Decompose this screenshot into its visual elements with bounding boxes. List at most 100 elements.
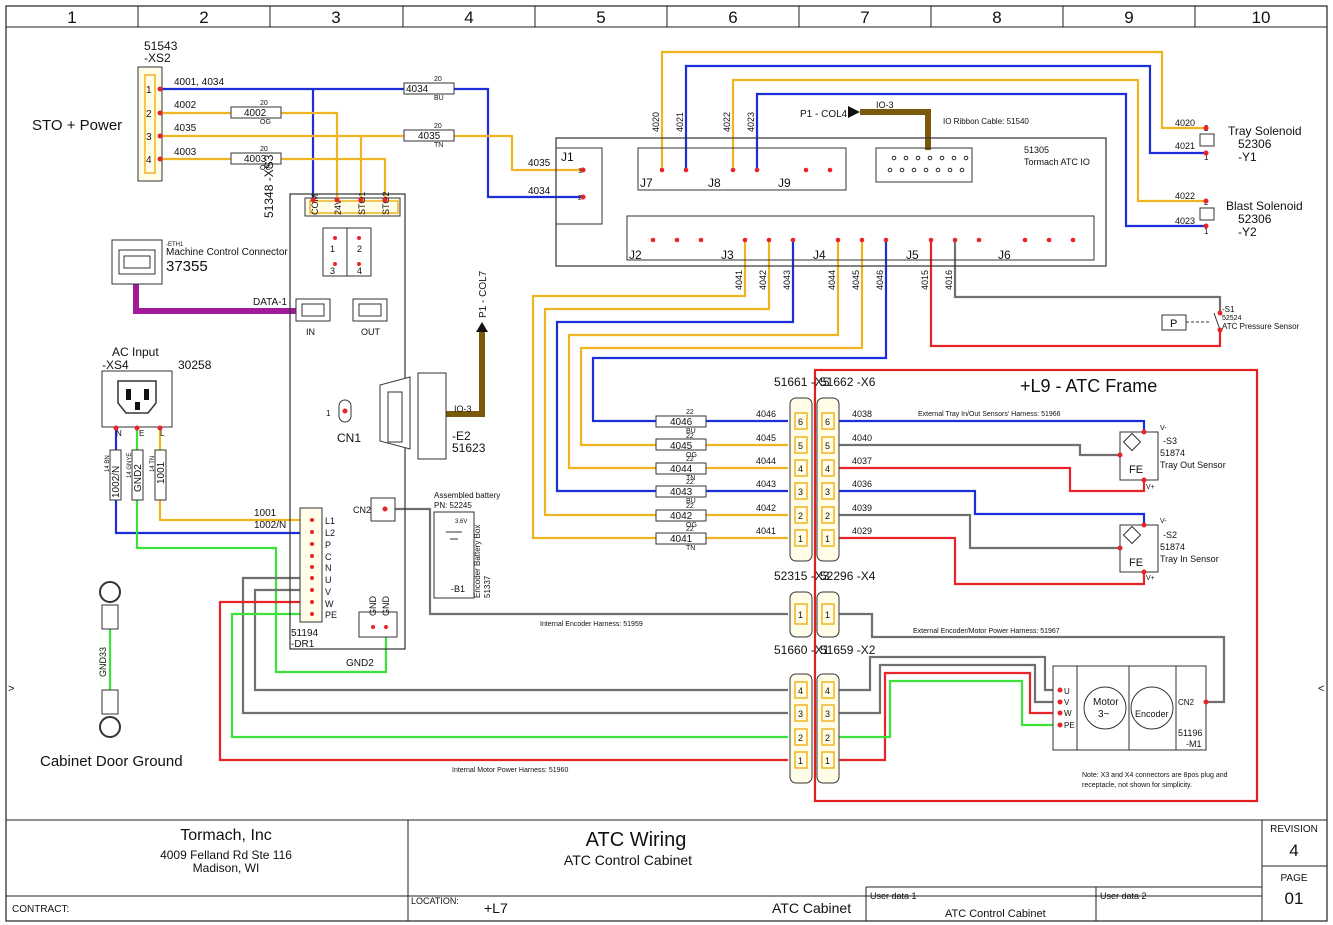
terminal-dot	[1057, 699, 1063, 705]
header-pin	[915, 155, 921, 161]
p1-col7-label: P1 - COL7	[478, 270, 489, 318]
wire-label-4016: 4016	[944, 270, 954, 290]
wire-4043	[555, 240, 795, 493]
wire-4001-4034	[150, 87, 583, 199]
wire-label-4044: 4044	[827, 270, 837, 290]
svg-text:1: 1	[798, 610, 803, 620]
x6-pin: 1	[825, 534, 830, 544]
x5-wire-tag: 4041	[670, 534, 693, 545]
wire-dr1-w	[218, 600, 788, 762]
battery-box-label: Encoder Battery Box	[473, 525, 482, 598]
dr1-pin: W	[325, 599, 334, 609]
xs4-pin: N	[116, 429, 122, 438]
x5-pin-cell	[794, 459, 808, 477]
note-line-2: receptacle, not shown for simplicity.	[1082, 782, 1192, 789]
terminal-dot	[1203, 150, 1209, 156]
wire-tag-4035: 4035	[418, 131, 441, 142]
x1-pin: 2	[798, 733, 803, 743]
tray-solenoid-part-number: 52306	[1238, 137, 1272, 151]
s2-name: Tray In Sensor	[1160, 554, 1219, 564]
io-pin	[835, 237, 841, 243]
column-ruler	[137, 6, 1196, 27]
x6-pin: 6	[825, 417, 830, 427]
company-address-line2: Madison, WI	[193, 861, 260, 875]
io-pin	[766, 237, 772, 243]
terminal-dot	[1057, 687, 1063, 693]
j1-label: J1	[561, 150, 574, 164]
wire-4020	[660, 50, 1206, 170]
terminal-dot	[1117, 452, 1123, 458]
x5-wire-tag: 4045	[670, 441, 693, 452]
wire-label-1001: 1001	[254, 508, 277, 519]
terminal-dot	[1217, 310, 1223, 316]
j7-label: J7	[640, 176, 653, 190]
x2-pin: 2	[825, 733, 830, 743]
wire-gauge: 20	[434, 123, 442, 130]
terminal-label: 3	[330, 266, 335, 276]
header-pin	[947, 167, 953, 173]
x6-pin-cell	[821, 506, 835, 524]
header-pin	[935, 167, 941, 173]
wire-color-code: TN	[686, 475, 695, 482]
wire-gauge: 20	[260, 146, 268, 153]
svg-text:<: <	[1318, 683, 1324, 695]
e2-reference: -E2	[452, 429, 471, 443]
wire-label-4022: 4022	[1175, 191, 1195, 201]
io-pin	[790, 237, 796, 243]
terminal-dot	[1141, 569, 1147, 575]
wire-color-code: BU	[686, 498, 696, 505]
blast-solenoid-part-number: 52306	[1238, 212, 1272, 226]
s1-name: ATC Pressure Sensor	[1222, 322, 1300, 331]
io-pin	[742, 237, 748, 243]
wire-label-1002n: 1002/N	[254, 520, 286, 531]
page-number: 01	[1285, 889, 1304, 908]
io-pin	[928, 237, 934, 243]
column-number: 5	[596, 8, 605, 27]
j5-label: J5	[906, 248, 919, 262]
fe-label: FE	[1129, 464, 1143, 476]
wire-4040	[830, 443, 1120, 457]
vplus-label: V+	[1146, 484, 1155, 491]
x5-pin: 4	[798, 464, 803, 474]
e2-part-number: 51623	[452, 441, 486, 455]
atc-frame-boundary	[813, 368, 1259, 803]
wire-label-4023: 4023	[746, 112, 756, 132]
terminal-label: 2	[357, 244, 362, 254]
drawing-subtitle: ATC Control Cabinet	[564, 852, 692, 868]
pin-label: 4	[146, 155, 152, 166]
wire-label-4023: 4023	[1175, 216, 1195, 226]
blast-solenoid-label: Blast Solenoid	[1226, 199, 1303, 213]
wire-4021	[684, 64, 1206, 170]
terminal-dot	[1141, 429, 1147, 435]
xs3-pin-sto2: STO2	[381, 192, 391, 215]
user-data-2-label: User data 2	[1100, 891, 1147, 901]
title-block: Tormach, Inc 4009 Felland Rd Ste 116 Mad…	[6, 819, 1327, 921]
xs4-pin: E	[139, 429, 144, 438]
wire-gauge: 22	[686, 409, 694, 416]
x2-pin: 3	[825, 709, 830, 719]
wire-4036	[830, 489, 1146, 525]
x5-pin-cell	[794, 506, 808, 524]
pin-label: 3	[146, 132, 152, 143]
wire-gauge: 22	[686, 479, 694, 486]
drawing-title: ATC Wiring	[586, 829, 687, 851]
tray-solenoid-label: Tray Solenoid	[1228, 124, 1302, 138]
wire-label-4002: 4002	[174, 100, 197, 111]
j3-label: J3	[721, 248, 734, 262]
header-pin	[911, 167, 917, 173]
x6-wire-label: 4039	[852, 503, 872, 513]
wire-label-4041: 4041	[734, 270, 744, 290]
dr1-reference: -DR1	[291, 639, 315, 650]
io-pin	[730, 167, 736, 173]
io-pin	[683, 167, 689, 173]
wire-color-code: OG	[260, 165, 271, 172]
terminal-dot	[1117, 545, 1123, 551]
wire-color-code: BU	[434, 95, 444, 102]
dr1-pin: U	[325, 575, 332, 585]
gnd-label: GND	[368, 596, 378, 617]
column-number: 8	[992, 8, 1001, 27]
io-pin	[827, 167, 833, 173]
page-label: PAGE	[1280, 873, 1307, 884]
gnd-label: GND	[381, 596, 391, 617]
wire-layer	[108, 50, 1226, 762]
